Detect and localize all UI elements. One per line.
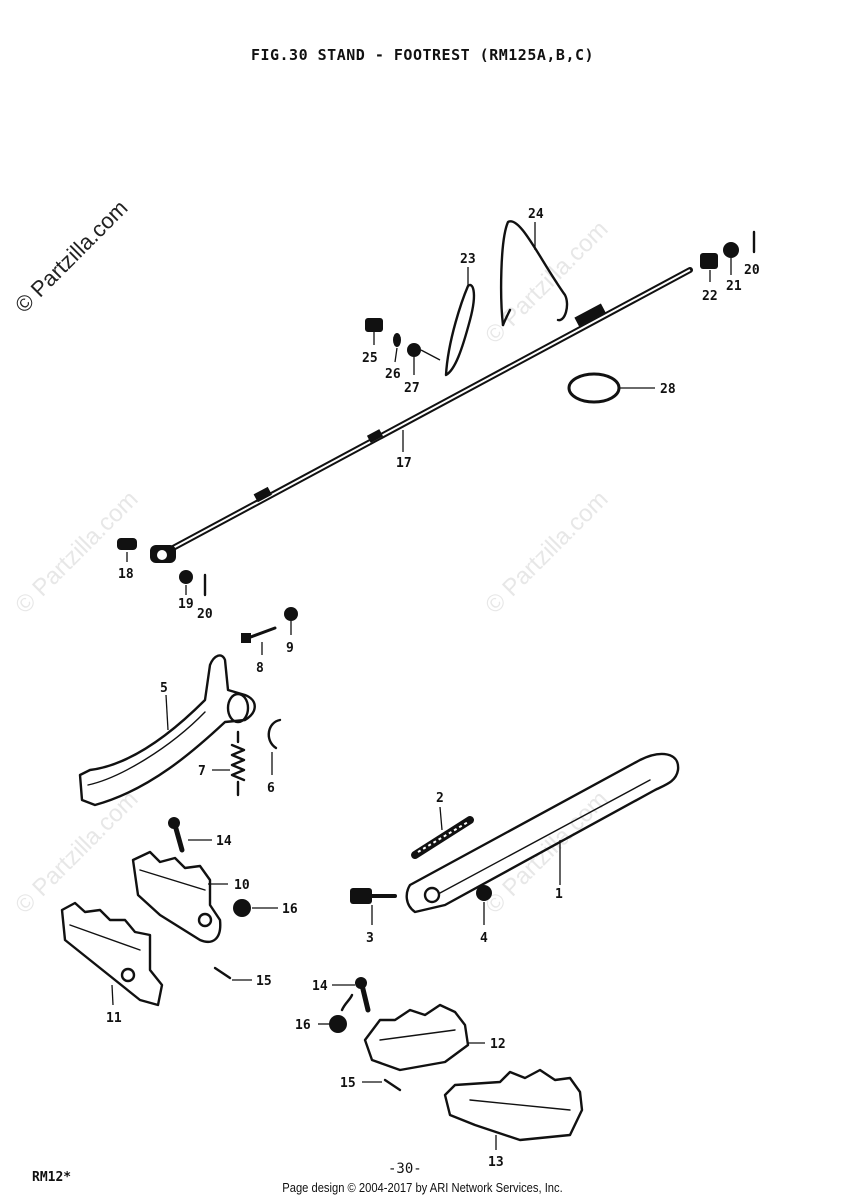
callout-3: 3 xyxy=(366,931,374,946)
nut-4 xyxy=(476,885,492,901)
callout-19: 19 xyxy=(178,597,194,612)
circlip-6 xyxy=(267,718,282,750)
callout-6: 6 xyxy=(267,781,275,796)
callout-18: 18 xyxy=(118,567,134,582)
callout-14a: 14 xyxy=(216,834,232,849)
brake-pedal-5 xyxy=(78,654,256,807)
o-ring-28 xyxy=(567,372,621,404)
callout-9: 9 xyxy=(286,641,294,656)
callout-10: 10 xyxy=(234,878,250,893)
callout-21: 21 xyxy=(726,279,742,294)
callout-17: 17 xyxy=(396,456,412,471)
footrest-13 xyxy=(443,1068,584,1142)
footrest-spring-16 xyxy=(233,899,251,917)
footrest-12 xyxy=(363,1003,470,1072)
callout-16b: 16 xyxy=(295,1018,311,1033)
callout-13: 13 xyxy=(488,1155,504,1170)
callout-2: 2 xyxy=(436,791,444,806)
callout-20b: 20 xyxy=(744,263,760,278)
callout-24: 24 xyxy=(528,207,544,222)
bolt-8 xyxy=(241,626,277,643)
model-code: RM12* xyxy=(32,1170,72,1185)
washer-21 xyxy=(723,242,739,258)
side-stand-1 xyxy=(405,752,680,914)
bolt-25 xyxy=(365,318,383,332)
washer-26 xyxy=(393,333,401,347)
nut-9 xyxy=(284,607,298,621)
callout-23: 23 xyxy=(460,252,476,267)
callout-15a: 15 xyxy=(256,974,272,989)
callout-8: 8 xyxy=(256,661,264,676)
callout-12: 12 xyxy=(490,1037,506,1052)
clevis-pin-18 xyxy=(117,538,137,550)
pivot-pin-14-lower xyxy=(355,977,371,1013)
callout-4: 4 xyxy=(480,931,488,946)
callout-1: 1 xyxy=(555,887,563,902)
callout-27: 27 xyxy=(404,381,420,396)
page-credit: Page design © 2004-2017 by ARI Network S… xyxy=(282,1180,563,1195)
cotter-pin-15-lower xyxy=(383,1078,402,1092)
pivot-bolt-3 xyxy=(350,888,397,904)
footrest-11 xyxy=(60,901,164,1007)
pivot-pin-14 xyxy=(168,817,185,853)
nut-27 xyxy=(407,343,421,357)
clamp-23 xyxy=(444,283,476,377)
nut-22 xyxy=(700,253,718,269)
callout-16a: 16 xyxy=(282,902,298,917)
footrest-bracket-10 xyxy=(131,850,222,943)
callout-22: 22 xyxy=(702,289,718,304)
callout-25: 25 xyxy=(362,351,378,366)
page-number: -30- xyxy=(388,1161,422,1177)
callout-11: 11 xyxy=(106,1011,122,1026)
figure-title: FIG.30 STAND - FOOTREST (RM125A,B,C) xyxy=(250,46,595,64)
brake-rod-17 xyxy=(150,267,693,563)
return-spring-7 xyxy=(230,730,246,797)
callout-14b: 14 xyxy=(312,979,328,994)
callout-15b: 15 xyxy=(340,1076,356,1091)
stand-spring-2 xyxy=(411,816,474,859)
spring-clip-24 xyxy=(499,220,569,327)
callout-7: 7 xyxy=(198,764,206,779)
callout-26: 26 xyxy=(385,367,401,382)
footrest-spring-16-lower xyxy=(329,1015,347,1033)
callout-20a: 20 xyxy=(197,607,213,622)
callout-28: 28 xyxy=(660,382,676,397)
washer-19 xyxy=(179,570,193,584)
cotter-pin-15 xyxy=(213,966,232,980)
callout-5: 5 xyxy=(160,681,168,696)
